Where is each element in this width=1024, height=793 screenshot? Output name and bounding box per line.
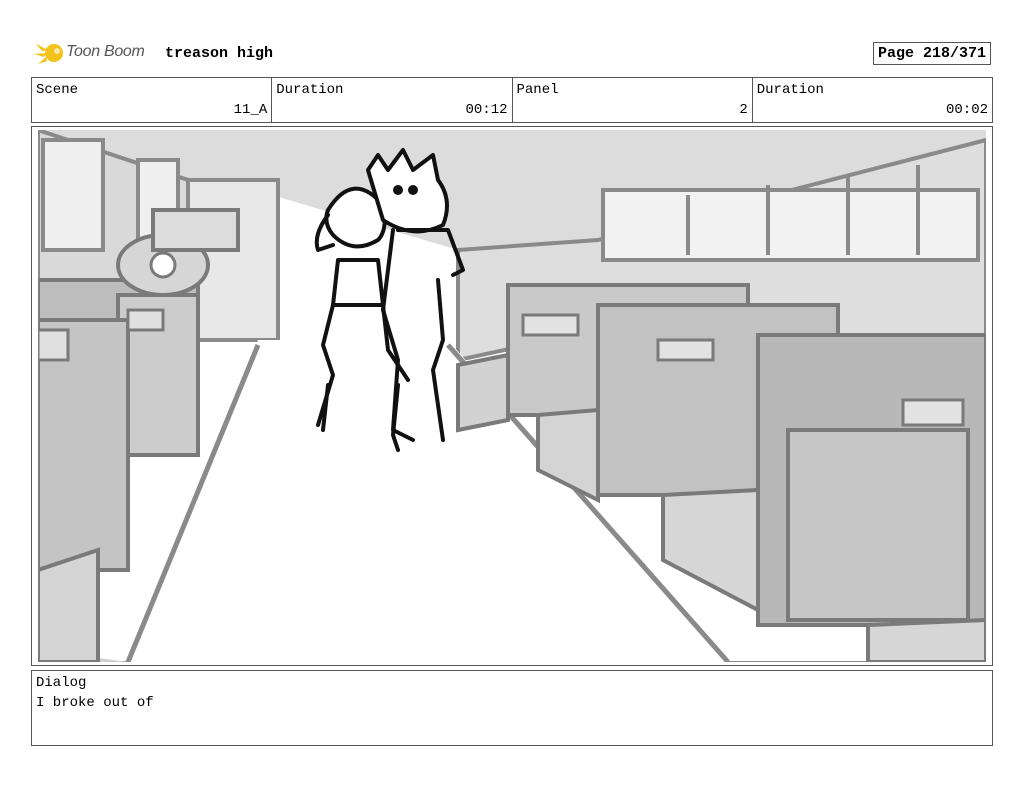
panel-value: 2 — [739, 102, 748, 118]
scene-cell: Scene 11_A — [32, 78, 273, 122]
panel-duration-cell: Duration 00:02 — [753, 78, 992, 122]
scene-duration-value: 00:12 — [465, 102, 508, 118]
panel-cell: Panel 2 — [513, 78, 753, 122]
panel-label: Panel — [516, 82, 559, 98]
scene-label: Scene — [36, 82, 79, 98]
toon-boom-logo-icon — [34, 44, 63, 64]
panel-duration-label: Duration — [756, 82, 824, 98]
storyboard-frame — [31, 126, 993, 666]
page-counter: Page 218/371 — [873, 42, 991, 65]
dialog-label: Dialog — [36, 675, 87, 691]
scene-duration-cell: Duration 00:12 — [272, 78, 513, 122]
dialog-box: Dialog I broke out of — [31, 670, 993, 746]
scene-value: 11_A — [233, 102, 268, 118]
storyboard-sketch-icon — [38, 130, 986, 662]
panel-duration-value: 00:02 — [945, 102, 988, 118]
dialog-text: I broke out of — [36, 695, 154, 711]
panel-info-table: Scene 11_A Duration 00:12 Panel 2 Durati… — [31, 77, 993, 123]
scene-duration-label: Duration — [276, 82, 344, 98]
project-title: treason high — [165, 45, 274, 62]
logo-wordmark: Toon Boom — [66, 43, 145, 60]
